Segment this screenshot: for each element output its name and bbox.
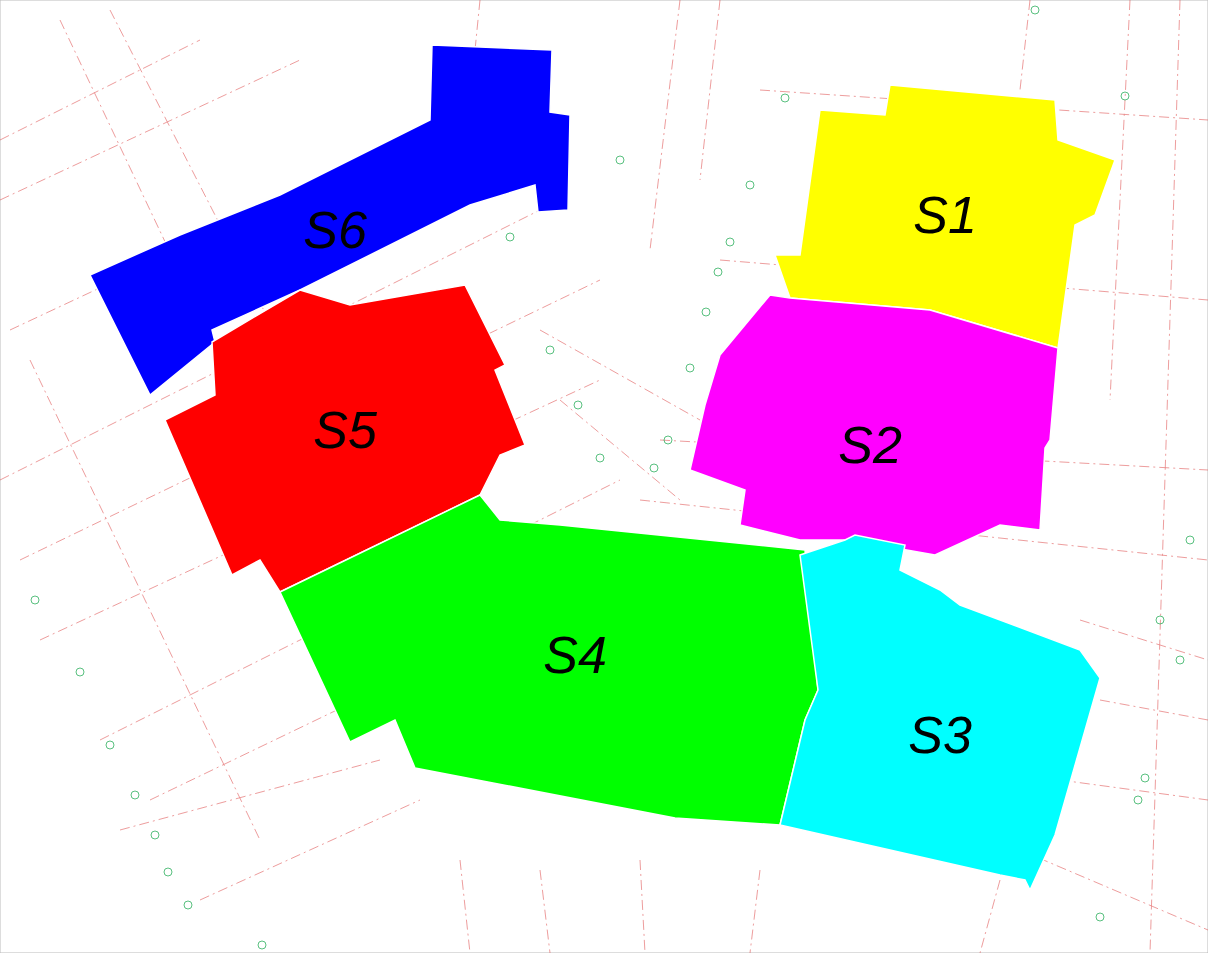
segment-label: S3 [908,709,972,761]
segment-region: S4 [280,495,818,825]
segment-label: S6 [303,204,367,256]
segment-label: S2 [838,419,902,471]
segment-label: S1 [913,189,977,241]
segment-region: S2 [690,295,1058,555]
segment-label: S4 [543,629,607,681]
segment-region: S3 [780,535,1100,890]
segment-label: S5 [313,404,377,456]
